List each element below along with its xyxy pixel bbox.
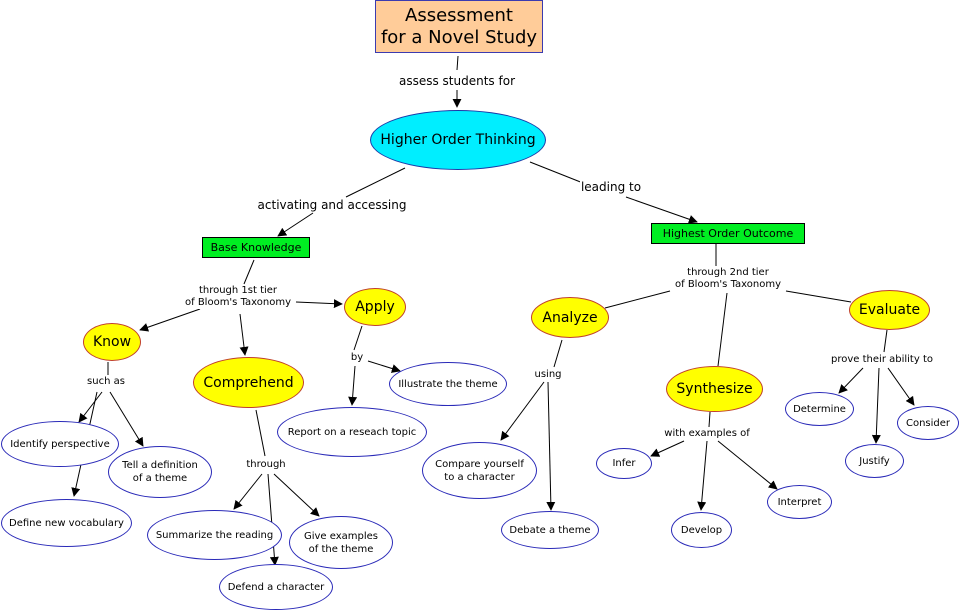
- node-higher-order-thinking: Higher Order Thinking: [370, 110, 546, 170]
- link-assess-students-for: assess students for: [398, 74, 516, 88]
- link-with-examples-of: with examples of: [663, 428, 751, 440]
- node-identify-perspective: Identify perspective: [1, 421, 119, 467]
- node-defend-character: Defend a character: [219, 564, 333, 610]
- node-comprehend: Comprehend: [193, 357, 304, 408]
- node-know: Know: [83, 323, 141, 361]
- node-interpret: Interpret: [767, 485, 832, 519]
- node-define-vocabulary: Define new vocabulary: [1, 499, 132, 547]
- node-justify: Justify: [845, 444, 904, 478]
- node-compare-yourself: Compare yourself to a character: [422, 442, 537, 499]
- node-base-knowledge: Base Knowledge: [202, 237, 310, 258]
- node-tell-definition: Tell a definition of a theme: [108, 446, 212, 498]
- node-determine: Determine: [785, 392, 854, 426]
- link-by: by: [349, 352, 365, 364]
- link-using: using: [533, 369, 563, 381]
- node-evaluate: Evaluate: [849, 290, 930, 330]
- link-such-as: such as: [86, 376, 126, 388]
- node-synthesize: Synthesize: [666, 366, 763, 412]
- node-summarize-reading: Summarize the reading: [147, 510, 282, 560]
- node-consider: Consider: [897, 406, 959, 440]
- node-infer: Infer: [596, 448, 652, 479]
- link-second-tier: through 2nd tier of Bloom's Taxonomy: [674, 267, 782, 291]
- title-node: Assessment for a Novel Study: [375, 0, 543, 53]
- node-debate-theme: Debate a theme: [501, 511, 599, 549]
- node-give-examples: Give examples of the theme: [289, 516, 393, 569]
- node-highest-order-outcome: Highest Order Outcome: [651, 223, 805, 244]
- node-develop: Develop: [671, 512, 732, 548]
- node-illustrate-theme: Illustrate the theme: [389, 362, 507, 406]
- link-leading-to: leading to: [579, 180, 643, 194]
- link-activating-accessing: activating and accessing: [256, 198, 408, 212]
- link-through: through: [245, 459, 287, 471]
- link-first-tier: through 1st tier of Bloom's Taxonomy: [184, 285, 292, 309]
- link-prove-ability: prove their ability to: [830, 354, 934, 366]
- node-apply: Apply: [344, 288, 406, 326]
- node-analyze: Analyze: [531, 297, 609, 338]
- node-report-research: Report on a reseach topic: [277, 407, 427, 457]
